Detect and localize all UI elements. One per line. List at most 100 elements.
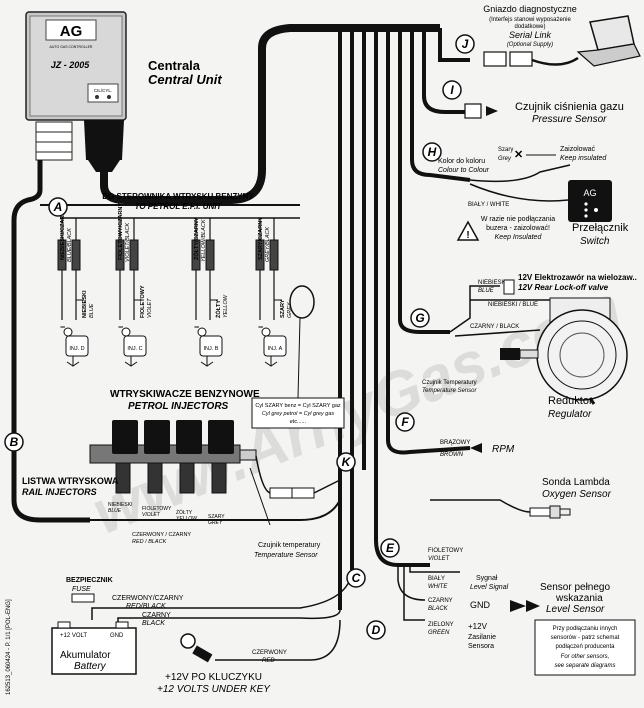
injector-wire-label: BLUE/BLACK	[67, 228, 73, 262]
regulator	[500, 297, 628, 405]
note-grey-l3: etc......	[290, 419, 307, 425]
note-other-l2: sensorów - patrz schemat	[551, 635, 620, 641]
ecu-logo: AG	[60, 23, 83, 40]
ecu-cil-label: CIL/CYL.	[94, 88, 112, 93]
battery-w2: CZARNY	[142, 612, 171, 619]
injector-wire2-label: YELLOW	[223, 294, 229, 318]
ecu-model: JZ - 2005	[51, 60, 91, 70]
fuse-pl: BEZPIECZNIK	[66, 577, 113, 584]
connector-label: D	[372, 623, 381, 637]
note-other-l3: podłączeń producenta	[555, 644, 615, 650]
level-gnd: GND	[470, 600, 491, 610]
diag-note2: dodatkowe)	[514, 24, 545, 30]
note-other-l5: see separate diagrams	[554, 663, 615, 669]
warning-icon: !	[456, 220, 480, 241]
level-w2en: WHITE	[428, 584, 448, 590]
switch-logo: AG	[583, 188, 596, 198]
rail-w3en: YELLOW	[176, 516, 198, 522]
battery-w1: CZERWONY/CZARNY	[112, 595, 184, 602]
switch-grey-pl: Szary	[498, 147, 513, 153]
key-wire: CZERWONY	[252, 650, 287, 656]
rpm-label: RPM	[492, 444, 515, 455]
connector-h: H	[422, 142, 442, 162]
level-zas: Zasilanie	[468, 634, 496, 641]
key-wireen: RED	[262, 658, 275, 664]
minus-sign: −	[60, 322, 65, 332]
rail-w3: ŻÓŁTY	[176, 509, 193, 516]
connector-label: K	[342, 455, 352, 469]
injector-wire-label: NIEBIESKI/CZARNY	[60, 208, 66, 260]
minus-sign: −	[258, 322, 263, 332]
reg-pl: Reduktor	[548, 395, 593, 407]
connector-label: A	[53, 200, 63, 214]
connector-label: C	[352, 571, 361, 585]
petrol-ecu-en: TO PETROL E.F.I. UNIT	[135, 202, 223, 211]
level-w4en: GREEN	[428, 630, 450, 636]
rpm-wire: BRĄZOWY	[440, 440, 470, 446]
svg-text:!: !	[466, 230, 469, 241]
ecu-title-en: Central Unit	[148, 72, 222, 87]
injector-wire-label: VIOLET/BLACK	[125, 223, 131, 262]
injector-wire-label: YELLOW/BLACK	[201, 219, 207, 262]
rail-w4en: GREY	[208, 520, 223, 526]
connector-k: K	[336, 452, 356, 472]
temp-sensor-plug	[269, 487, 315, 499]
injector-label: INJ. B	[204, 346, 219, 352]
switch-wire: BIAŁY / WHITE	[468, 202, 509, 208]
minus-sign: −	[194, 322, 199, 332]
level-sig-pl: Sygnał	[476, 575, 498, 582]
note-other-l4: For other sensors,	[561, 654, 610, 660]
temp-sensor-en: Temperature Sensor	[254, 552, 318, 559]
injector-label: INJ. A	[268, 346, 283, 352]
key-pl: +12V PO KLUCZYKU	[165, 672, 262, 683]
connector-a: A	[48, 197, 68, 217]
battery-plus: +12 VOLT	[60, 633, 87, 639]
reg-en: Regulator	[548, 409, 592, 420]
fuse-icon	[71, 593, 95, 603]
valve-wire1en: BLUE	[478, 288, 495, 294]
battery-gnd: GND	[110, 633, 124, 639]
battery-icon	[51, 621, 137, 675]
injector-label: INJ. D	[69, 346, 84, 352]
level-v12: +12V	[468, 622, 488, 631]
note-grey-box	[251, 397, 345, 429]
level-title2: wskazania	[555, 593, 603, 604]
valve-plug	[503, 279, 515, 295]
injector-wire-label: SZARY/CZARNY	[258, 217, 264, 260]
side-code: 162513_060424 - P. 1/1 [POL-ENG]	[6, 599, 12, 695]
minus-sign: −	[118, 322, 123, 332]
connector-j: J	[455, 34, 475, 54]
x-mark: ✕	[514, 149, 523, 161]
switch-pl: Przełącznik	[572, 222, 629, 234]
rail-pl: LISTWA WTRYSKOWA	[22, 476, 119, 486]
switch-warn2: buzera - zaizolować!	[486, 225, 550, 232]
grey-highlight	[289, 285, 315, 319]
connector-e: E	[380, 538, 400, 558]
switch-en: Switch	[580, 236, 610, 247]
injector-wire2-label: SZARY	[280, 299, 286, 318]
connector-label: G	[415, 311, 424, 325]
battery-w2en: BLACK	[142, 620, 165, 627]
diag-note1: (Interfejs stanowi wyposażenie	[489, 17, 571, 23]
note-other-box	[534, 619, 636, 676]
switch-warn1: W razie nie podłączania	[481, 216, 555, 223]
fuse-en: FUSE	[72, 586, 91, 593]
connector-label: H	[428, 145, 437, 159]
level-wires	[397, 565, 460, 621]
valve-wire1: NIEBIESKI	[478, 280, 508, 286]
valve-wire3: CZARNY / BLACK	[470, 324, 519, 330]
connector-label: E	[386, 541, 395, 555]
connector-b: B	[4, 432, 24, 452]
diagnostic-socket	[483, 15, 641, 67]
harness-wires	[338, 28, 471, 610]
rail-w1en: BLUE	[108, 508, 122, 514]
connector-f: F	[395, 412, 415, 432]
injector-wire-label: GREY/BLACK	[265, 227, 271, 262]
rail-injectors	[89, 420, 257, 494]
temp-sensor-pl: Czujnik temperatury	[258, 542, 321, 549]
grey-pointer	[297, 317, 301, 399]
